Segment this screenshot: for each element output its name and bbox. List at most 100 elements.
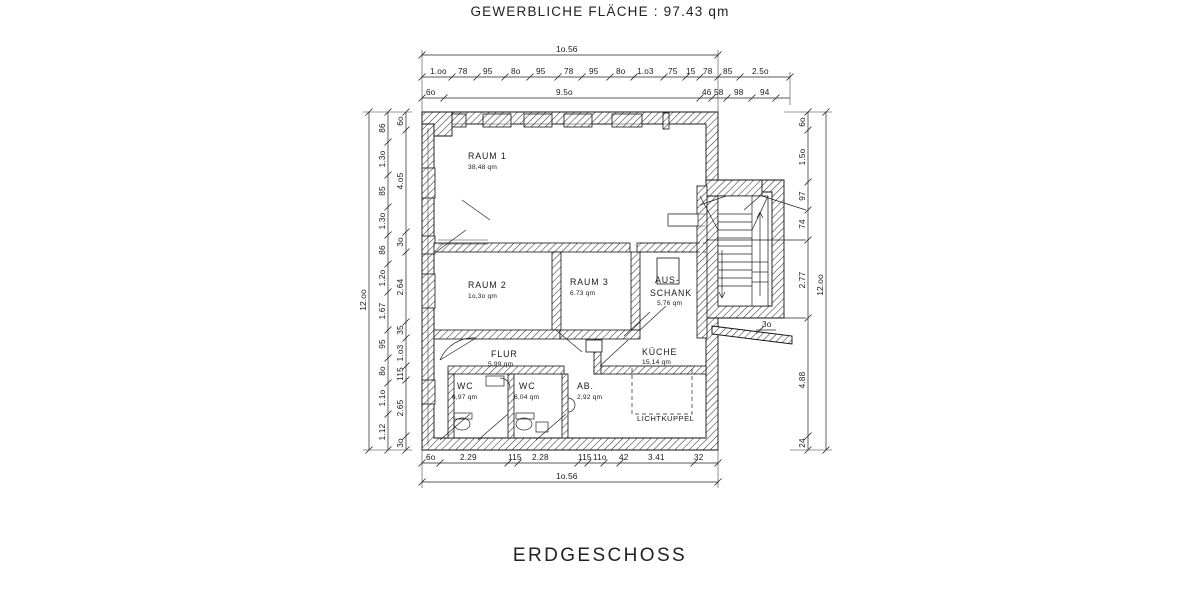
room-label-raum1: RAUM 1 — [468, 151, 507, 161]
svg-text:95: 95 — [589, 67, 599, 76]
svg-text:8o: 8o — [378, 366, 387, 376]
dim-top-lower-chain: 6o 9.5o 46 58 98 94 — [418, 88, 780, 102]
svg-text:1.12: 1.12 — [378, 423, 387, 440]
svg-text:6o: 6o — [426, 88, 436, 97]
svg-text:4.88: 4.88 — [798, 371, 807, 388]
svg-text:6o: 6o — [798, 117, 807, 127]
dim-right-chain: 6o 1.5o 97 74 2.77 4.88 24 — [798, 108, 812, 454]
svg-text:95: 95 — [536, 67, 546, 76]
svg-text:1.67: 1.67 — [378, 302, 387, 319]
room-area-raum1: 38,48 qm — [468, 164, 497, 171]
svg-text:2.29: 2.29 — [460, 453, 477, 462]
room-label-ab: AB. — [577, 381, 594, 391]
svg-text:86: 86 — [378, 245, 387, 255]
svg-text:24: 24 — [798, 438, 807, 448]
sanitary-fixtures — [453, 375, 576, 433]
top-dimension-chains: 1o.56 1.oo 78 95 8o 95 78 95 8o 1. — [418, 44, 794, 112]
room-area-raum3: 6.73 qm — [570, 290, 596, 297]
svg-text:97: 97 — [798, 191, 807, 201]
room-label-lichtkuppel: LICHTKUPPEL — [637, 414, 694, 423]
svg-text:58: 58 — [714, 88, 724, 97]
svg-text:15: 15 — [686, 67, 696, 76]
door-swings — [435, 199, 667, 441]
interior-partitions — [433, 185, 708, 439]
room-label-wc1: WC — [457, 381, 473, 391]
right-dimension-chains: 6o 1.5o 97 74 2.77 4.88 24 12.oo — [706, 108, 832, 454]
svg-text:35: 35 — [396, 325, 405, 335]
svg-text:42: 42 — [619, 453, 629, 462]
construction-lines — [427, 128, 706, 446]
staircase — [699, 195, 769, 307]
room-area-wc2: 6,04 qm — [514, 394, 540, 401]
svg-text:2.65: 2.65 — [396, 399, 405, 416]
left-dimension-chains: 12.oo 86 1.3o 85 1.3o 86 1.2o 1.67 95 8o… — [358, 108, 412, 454]
svg-text:78: 78 — [564, 67, 574, 76]
room-label-flur: FLUR — [491, 349, 518, 359]
dim-right-overall: 12.oo — [815, 274, 825, 296]
svg-text:115: 115 — [578, 453, 592, 462]
room-area-wc1: 6,97 qm — [452, 394, 478, 401]
svg-text:3o: 3o — [396, 438, 405, 448]
dim-left-overall: 12.oo — [358, 289, 368, 311]
bottom-dimension-chains: 6o 2.29 115 2.28 115 11o 42 3.41 32 1o.5… — [418, 450, 722, 488]
room-label-wc2: WC — [519, 381, 535, 391]
svg-text:2.5o: 2.5o — [752, 67, 769, 76]
svg-text:75: 75 — [668, 67, 678, 76]
svg-text:6o: 6o — [396, 116, 405, 126]
svg-text:98: 98 — [734, 88, 744, 97]
lichtkuppel-outline — [631, 365, 693, 415]
svg-text:1.o3: 1.o3 — [637, 67, 654, 76]
svg-text:95: 95 — [483, 67, 493, 76]
svg-text:85: 85 — [723, 67, 733, 76]
svg-text:2.28: 2.28 — [532, 453, 549, 462]
svg-text:46: 46 — [702, 88, 712, 97]
svg-text:1.o3: 1.o3 — [396, 344, 405, 361]
room-area-kueche: 15,14 qm — [642, 359, 671, 366]
room-area-raum2: 1o,3o qm — [468, 293, 497, 300]
svg-text:74: 74 — [798, 219, 807, 229]
svg-text:32: 32 — [694, 453, 704, 462]
svg-text:1.1o: 1.1o — [378, 389, 387, 406]
room-label-ausschank-line1: AUS- — [655, 275, 680, 285]
svg-text:2.64: 2.64 — [396, 278, 405, 295]
room-label-ausschank-line2: SCHANK — [650, 288, 692, 298]
room-label-kueche: KÜCHE — [642, 347, 677, 357]
svg-text:95: 95 — [378, 339, 387, 349]
svg-text:1.5o: 1.5o — [798, 148, 807, 165]
room-label-raum2: RAUM 2 — [468, 280, 507, 290]
svg-text:78: 78 — [458, 67, 468, 76]
svg-text:86: 86 — [378, 123, 387, 133]
svg-text:8o: 8o — [616, 67, 626, 76]
room-area-ab: 2,92 qm — [577, 394, 603, 401]
svg-text:8o: 8o — [511, 67, 521, 76]
dim-left-mid-chain: 86 1.3o 85 1.3o 86 1.2o 1.67 95 8o 1.1o … — [378, 108, 392, 454]
room-label-raum3: RAUM 3 — [570, 277, 609, 287]
window-openings-top — [421, 111, 706, 137]
page-title: GEWERBLICHE FLÄCHE : 97.43 qm — [470, 4, 730, 19]
svg-text:9.5o: 9.5o — [556, 88, 573, 97]
svg-text:115: 115 — [396, 367, 405, 381]
svg-text:3o: 3o — [396, 237, 405, 247]
svg-text:4.o5: 4.o5 — [396, 172, 405, 189]
svg-text:1.3o: 1.3o — [378, 212, 387, 229]
svg-text:1.3o: 1.3o — [378, 150, 387, 167]
svg-text:85: 85 — [378, 186, 387, 196]
room-labels: RAUM 1 38,48 qm RAUM 2 1o,3o qm RAUM 3 6… — [452, 151, 694, 423]
dim-top-chain: 1.oo 78 95 8o 95 78 95 8o 1.o3 75 15 78 … — [418, 67, 794, 81]
svg-text:1.oo: 1.oo — [430, 67, 447, 76]
svg-text:1.2o: 1.2o — [378, 269, 387, 286]
interior-dimension-note: 3o — [756, 320, 776, 334]
svg-text:2.77: 2.77 — [798, 271, 807, 288]
svg-text:78: 78 — [703, 67, 713, 76]
dim-left-inner-chain: 6o 4.o5 3o 2.64 35 1.o3 115 2.65 3o — [396, 108, 410, 454]
svg-text:3.41: 3.41 — [648, 453, 665, 462]
dim-bottom-overall: 1o.56 — [556, 471, 578, 481]
dim-top-overall: 1o.56 — [556, 44, 578, 54]
dim-bottom-chain: 6o 2.29 115 2.28 115 11o 42 3.41 32 — [418, 453, 722, 467]
svg-text:6o: 6o — [426, 453, 436, 462]
window-openings-left — [421, 167, 436, 405]
svg-text:3o: 3o — [762, 320, 772, 329]
plan-level-label: ERDGESCHOSS — [512, 545, 688, 566]
